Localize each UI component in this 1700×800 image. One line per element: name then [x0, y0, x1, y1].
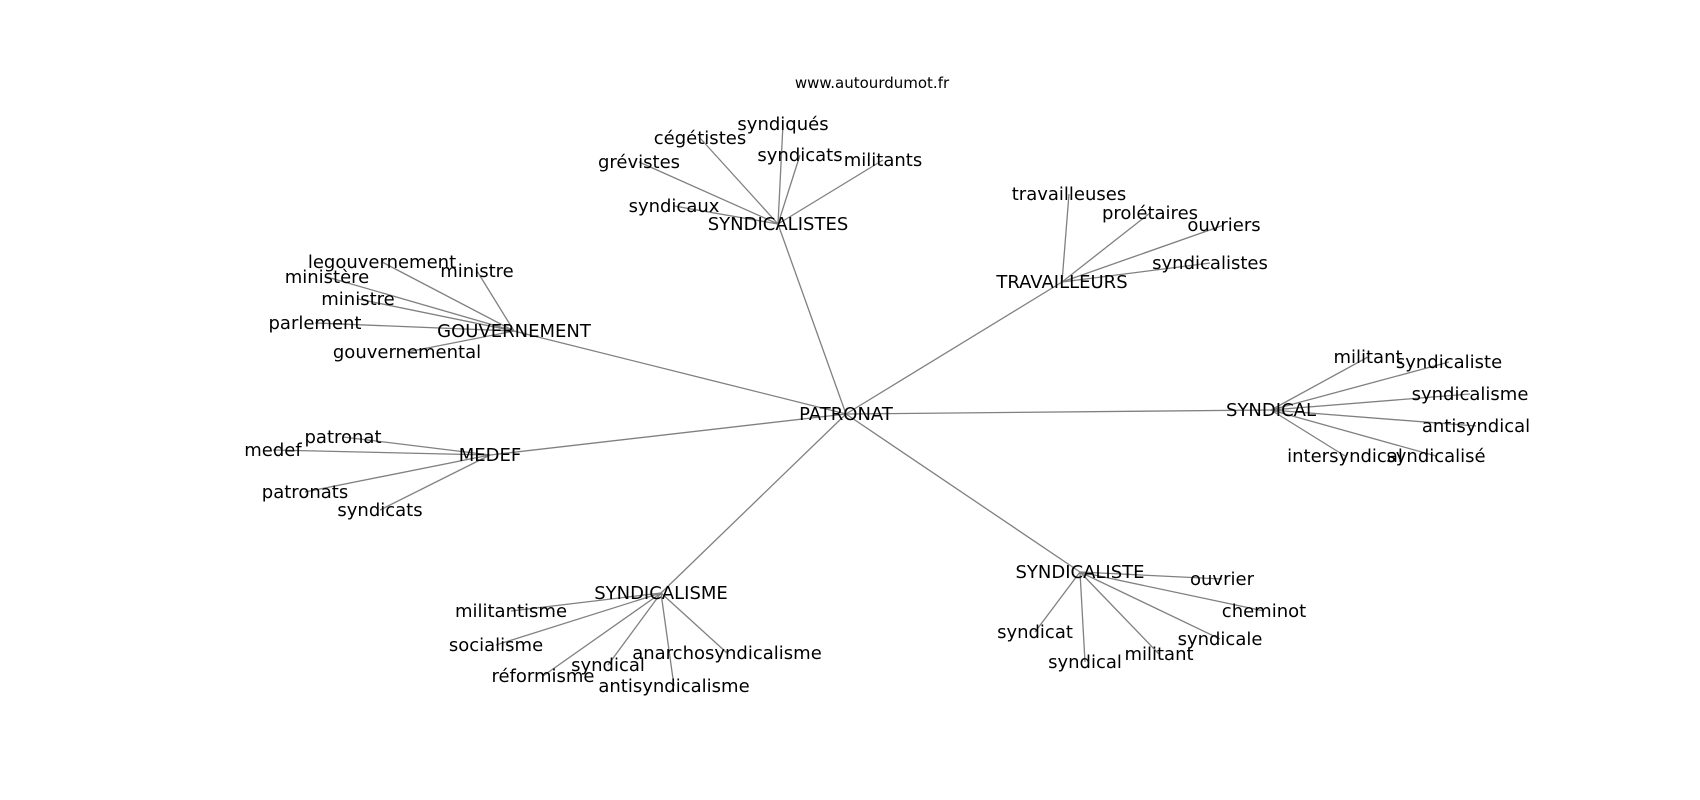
leaf-label: syndicalisme — [1412, 384, 1529, 405]
edge-layer — [272, 123, 1477, 687]
edge-hub3-leaf5 — [1270, 409, 1437, 457]
leaf-label: militants — [844, 150, 922, 171]
edge-hub6-leaf0 — [1079, 571, 1223, 580]
edge-hub5-leaf1 — [495, 592, 662, 646]
hub-label: SYNDICALISME — [594, 583, 728, 604]
leaf-label: legouvernement — [308, 252, 456, 273]
leaf-label: militant — [1124, 644, 1193, 665]
leaf-label: parlement — [268, 313, 361, 334]
hub-label: MEDEF — [459, 445, 522, 466]
edge-hub4-leaf1 — [272, 449, 491, 456]
hub-label: GOUVERNEMENT — [437, 321, 592, 342]
source-credit: www.autourdumot.fr — [795, 74, 950, 92]
edge-hub1-leaf2 — [1061, 224, 1225, 283]
leaf-label: patronats — [262, 482, 348, 503]
leaf-label: syndicalisé — [1386, 446, 1485, 467]
edge-hub6-leaf5 — [1079, 571, 1160, 655]
edge-hub0-leaf1 — [699, 137, 779, 225]
edge-hub4-leaf3 — [379, 454, 491, 511]
leaf-label: syndiqués — [737, 114, 828, 135]
hub-label: SYNDICAL — [1226, 400, 1316, 421]
leaf-label: antisyndical — [1422, 416, 1530, 437]
edge-hub0-leaf2 — [638, 161, 779, 225]
leaf-label: travailleuses — [1012, 184, 1127, 205]
hub-label: TRAVAILLEURS — [995, 272, 1127, 293]
edge-hub0-leaf3 — [777, 154, 801, 225]
leaf-label: patronat — [304, 427, 381, 448]
leaf-label: réformisme — [491, 666, 594, 687]
edge-hub2-leaf5 — [406, 330, 515, 353]
edge-hub2-leaf3 — [476, 270, 515, 332]
edge-hub2-leaf1 — [326, 276, 515, 332]
edge-hub0-leaf0 — [777, 123, 784, 225]
leaf-label: syndicaux — [629, 196, 720, 217]
edge-hub6-leaf1 — [1079, 571, 1265, 612]
edge-center-1 — [845, 281, 1063, 415]
leaf-label: syndical — [571, 655, 645, 676]
leaf-label: ministre — [440, 261, 513, 282]
leaf-label: ouvrier — [1190, 569, 1255, 590]
leaf-label: anarchosyndicalisme — [632, 643, 822, 664]
edge-hub6-leaf4 — [1079, 571, 1086, 663]
edge-hub1-leaf3 — [1061, 262, 1211, 283]
leaf-label: syndicats — [337, 500, 422, 521]
center-label: PATRONAT — [799, 404, 894, 425]
leaf-label: antisyndicalisme — [598, 676, 749, 697]
leaf-label: medef — [244, 440, 302, 461]
edge-hub3-leaf4 — [1270, 409, 1346, 457]
edge-hub2-leaf0 — [381, 261, 515, 332]
leaf-label: ouvriers — [1187, 215, 1260, 236]
leaf-label: syndicalistes — [1152, 253, 1268, 274]
edge-hub3-leaf0 — [1270, 356, 1369, 411]
hub-label: SYNDICALISTE — [1015, 562, 1144, 583]
edge-hub5-leaf2 — [542, 592, 662, 677]
leaf-label: cégétistes — [654, 128, 746, 149]
edge-center-0 — [777, 223, 847, 415]
leaf-label: gouvernemental — [333, 342, 481, 363]
edge-hub0-leaf5 — [673, 205, 779, 225]
edge-hub4-leaf2 — [304, 454, 491, 493]
edge-hub1-leaf1 — [1061, 212, 1151, 283]
edge-center-3 — [845, 409, 1272, 415]
edge-hub5-leaf4 — [660, 592, 728, 654]
leaf-label: syndical — [1048, 652, 1122, 673]
leaf-label: socialisme — [449, 635, 543, 656]
leaf-label: militant — [1333, 347, 1402, 368]
edge-hub1-leaf0 — [1061, 193, 1070, 283]
edge-hub4-leaf0 — [342, 436, 491, 456]
leaf-label: grévistes — [598, 152, 680, 173]
edge-hub6-leaf3 — [1079, 571, 1221, 640]
edge-hub2-leaf4 — [314, 322, 515, 332]
leaf-label: militantisme — [455, 601, 567, 622]
leaf-label: prolétaires — [1102, 203, 1198, 224]
edge-hub5-leaf0 — [510, 592, 662, 612]
edge-hub3-leaf3 — [1270, 409, 1477, 427]
leaf-label: syndicaliste — [1396, 352, 1502, 373]
edge-center-6 — [845, 413, 1081, 573]
edge-hub5-leaf5 — [660, 592, 675, 687]
edge-hub0-leaf4 — [777, 159, 884, 225]
edge-hub2-leaf2 — [357, 298, 515, 332]
leaf-label: ministre — [321, 289, 394, 310]
edge-center-5 — [660, 413, 847, 594]
edge-center-2 — [513, 330, 847, 415]
edge-hub5-leaf3 — [607, 592, 662, 666]
leaf-label: syndicat — [997, 622, 1073, 643]
leaf-label: syndicale — [1178, 629, 1263, 650]
hub-label: SYNDICALISTES — [708, 214, 849, 235]
leaf-label: intersyndical — [1287, 446, 1403, 467]
edge-hub3-leaf2 — [1270, 393, 1471, 411]
leaf-label: ministère — [285, 267, 370, 288]
edge-hub6-leaf2 — [1034, 571, 1081, 633]
leaf-label: cheminot — [1222, 601, 1306, 622]
leaf-label: syndicats — [757, 145, 842, 166]
edge-hub3-leaf1 — [1270, 361, 1450, 411]
edge-center-4 — [489, 413, 847, 456]
